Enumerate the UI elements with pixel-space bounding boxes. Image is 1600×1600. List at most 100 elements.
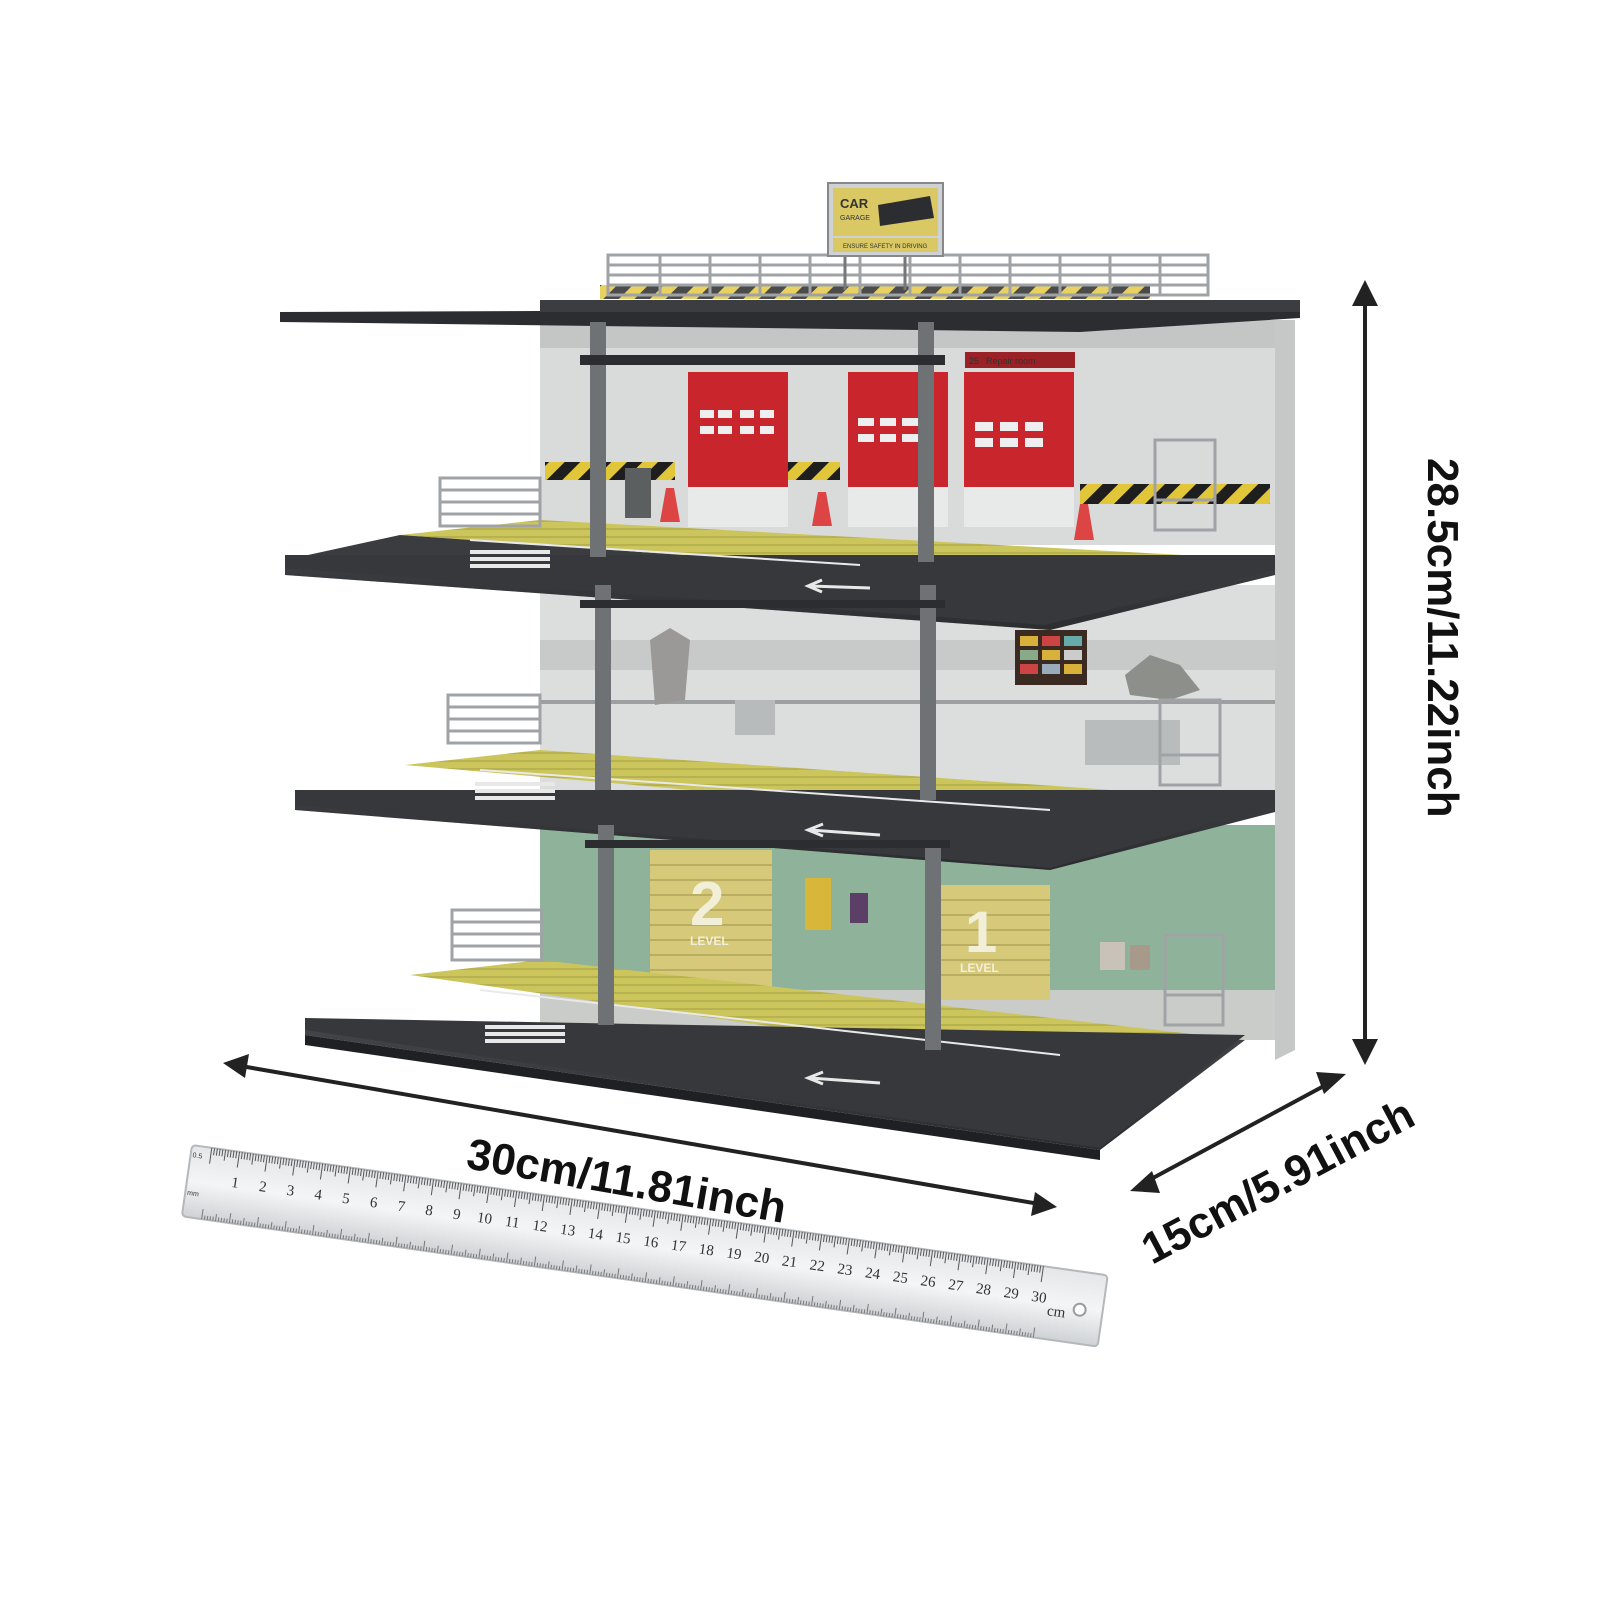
ruler-tick: [636, 1277, 638, 1282]
ruler-tick: [465, 1184, 468, 1192]
ruler-tick: [656, 1211, 659, 1219]
ruler-tick: [727, 1284, 731, 1295]
ruler-tick: [628, 1207, 631, 1215]
ruler-tick: [473, 1185, 476, 1197]
ruler-tick: [653, 1279, 655, 1284]
ruler-tick: [522, 1260, 525, 1265]
ruler-tick: [375, 1171, 379, 1188]
ruler-tick: [428, 1247, 431, 1252]
ruler-tick: [870, 1241, 873, 1249]
ruler-tick: [587, 1201, 590, 1209]
ruler-tick: [977, 1319, 980, 1330]
ruler-tick: [761, 1226, 764, 1234]
ruler-tick: [437, 1180, 440, 1188]
ruler-tick: [467, 1252, 469, 1258]
ruler-tick: [236, 1151, 241, 1168]
ruler-tick: [368, 1170, 371, 1178]
ruler-tick: [916, 1248, 920, 1260]
ruler-tick: [389, 1241, 392, 1246]
ruler-tick: [673, 1213, 676, 1221]
ruler-tick: [712, 1219, 715, 1227]
ruler-tick: [950, 1253, 953, 1261]
ruler-tick: [339, 1228, 343, 1239]
ruler-tick: [735, 1222, 739, 1239]
ruler-tick: [808, 1301, 810, 1306]
ruler-tick: [468, 1184, 471, 1192]
ruler-tick: [672, 1276, 675, 1287]
ruler-tick: [553, 1265, 555, 1270]
ruler-tick: [700, 1280, 703, 1291]
ruler-tick: [644, 1272, 648, 1283]
ruler-tick: [309, 1230, 311, 1235]
level-1-number: 1: [965, 900, 997, 965]
ruler-tick: [606, 1204, 609, 1212]
ruler-tick: [318, 1163, 321, 1171]
ruler-tick: [276, 1157, 279, 1165]
ruler-tick: [457, 1182, 460, 1190]
ruler-tick: [747, 1292, 749, 1297]
ruler-tick: [517, 1260, 519, 1265]
ruler-tick: [1010, 1330, 1013, 1335]
ruler-tick: [761, 1294, 763, 1299]
ruler-tick: [847, 1306, 849, 1312]
ruler-tick: [628, 1275, 630, 1280]
ruler-tick: [966, 1323, 968, 1329]
ruler-tick: [1011, 1261, 1014, 1269]
ruler-tick: [888, 1312, 891, 1318]
ruler-tick: [642, 1209, 645, 1217]
billboard-warning: ENSURE SAFETY IN DRIVING: [843, 244, 928, 250]
ruler-tick: [356, 1237, 358, 1242]
railings: [438, 253, 1225, 1027]
ruler-tick: [759, 1225, 762, 1233]
ruler-tick: [533, 1256, 537, 1267]
ruler-tick: [789, 1230, 792, 1238]
ruler-tick: [845, 1238, 848, 1246]
ruler-tick: [262, 1155, 265, 1163]
ruler-tick: [248, 1221, 250, 1226]
ruler-tick: [483, 1255, 486, 1260]
ruler-tick: [675, 1282, 677, 1287]
ruler-tick: [960, 1323, 963, 1328]
ruler-tick: [531, 1193, 534, 1201]
ruler-tick: [705, 1286, 708, 1291]
ruler-tick: [949, 1315, 953, 1326]
ruler-tick: [243, 1152, 246, 1160]
ruler-tick: [292, 1159, 296, 1176]
ruler-tick: [401, 1174, 404, 1183]
ruler-tick: [464, 1249, 467, 1257]
ruler-tick: [226, 1150, 229, 1158]
ruler-tick: [684, 1215, 687, 1223]
ruler-tick: [818, 1234, 823, 1251]
ruler-tick: [336, 1234, 339, 1239]
ruler-tick: [963, 1320, 966, 1328]
ruler-tick: [347, 1167, 351, 1184]
ruler-tick: [431, 1247, 433, 1252]
ruler-tick: [872, 1242, 875, 1250]
ruler-number: 11: [504, 1214, 521, 1232]
ruler-number: 27: [947, 1277, 965, 1295]
ruler-tick: [439, 1248, 442, 1254]
ruler-tick: [758, 1294, 760, 1299]
ruler-tick: [994, 1259, 997, 1267]
ruler-tick: [888, 1244, 892, 1256]
ruler-tick: [382, 1172, 385, 1180]
ruler-tick: [1003, 1260, 1006, 1268]
ruler-tick: [303, 1229, 306, 1234]
ruler-tick: [952, 1321, 954, 1327]
repair-room-text: Repair room: [986, 356, 1036, 366]
ruler-tick: [938, 1320, 941, 1325]
ruler-tick: [442, 1249, 444, 1254]
ruler-tick: [748, 1224, 751, 1232]
ruler-tick: [713, 1285, 716, 1293]
ruler-number: 5: [341, 1191, 351, 1208]
ruler-tick: [634, 1208, 637, 1216]
arrow-head-upright-icon: [1316, 1072, 1346, 1094]
ruler-tick: [861, 1240, 864, 1252]
ruler-tick: [1007, 1329, 1010, 1334]
ruler-tick: [329, 1164, 332, 1172]
ruler-tick: [922, 1249, 925, 1257]
ruler-tick: [492, 1253, 495, 1261]
ruler-tick: [670, 1213, 673, 1221]
ruler-tick: [846, 1238, 850, 1255]
ruler-tick: [805, 1301, 808, 1306]
